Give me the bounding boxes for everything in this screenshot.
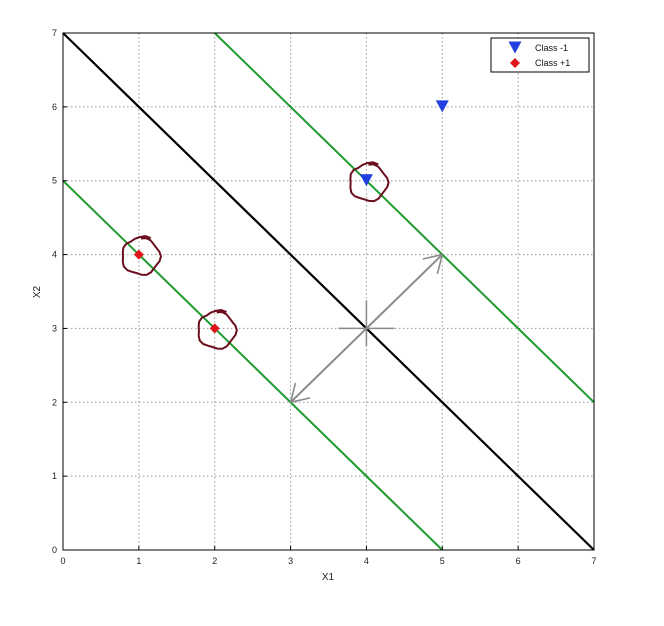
y-axis-label: X2 [32,285,43,298]
margin-line [62,179,443,551]
y-tick-label: 3 [52,323,57,333]
margin-arrow [289,327,368,404]
hand-drawn-circles [121,161,390,350]
arrow-head [436,254,444,275]
y-tick-label: 0 [52,545,57,555]
legend-label: Class -1 [535,43,568,53]
x-tick-label: 5 [440,556,445,566]
y-tick-label: 5 [52,176,57,186]
class-neg-point [435,100,449,113]
legend-label: Class +1 [535,58,570,68]
class-pos-point [209,323,220,334]
ticks: 0 1 2 3 4 5 6 7 0 1 2 3 4 5 6 7 [52,28,597,566]
legend-marker [508,41,522,54]
class-pos-point [133,249,144,260]
legend-box [490,37,590,73]
margin-line [214,32,595,404]
x-tick-label: 2 [212,556,217,566]
support-vector-circle [349,161,390,203]
legend: Class -1 Class +1 [490,37,590,73]
x-tick-label: 0 [60,556,65,566]
annotations [289,253,444,404]
x-tick-label: 6 [516,556,521,566]
support-vector-circle [121,235,162,276]
legend-marker [510,58,520,68]
y-tick-label: 2 [52,397,57,407]
support-vector-circle [197,309,238,350]
plot-frame [62,32,595,551]
x-tick-label: 3 [288,556,293,566]
lines [62,32,595,551]
x-axis-label: X1 [322,572,335,583]
grid [63,33,594,550]
margin-arrow [365,253,443,330]
y-tick-label: 6 [52,102,57,112]
arrow-head [290,397,311,404]
class-neg-point [359,174,373,187]
x-tick-label: 7 [591,556,596,566]
arrow-head [422,253,443,260]
y-tick-label: 7 [52,28,57,38]
y-tick-label: 1 [52,471,57,481]
x-tick-label: 1 [136,556,141,566]
y-tick-label: 4 [52,250,57,260]
x-tick-label: 4 [364,556,369,566]
points [133,100,449,334]
decision-boundary-line [62,32,595,551]
arrow-head [289,382,297,403]
